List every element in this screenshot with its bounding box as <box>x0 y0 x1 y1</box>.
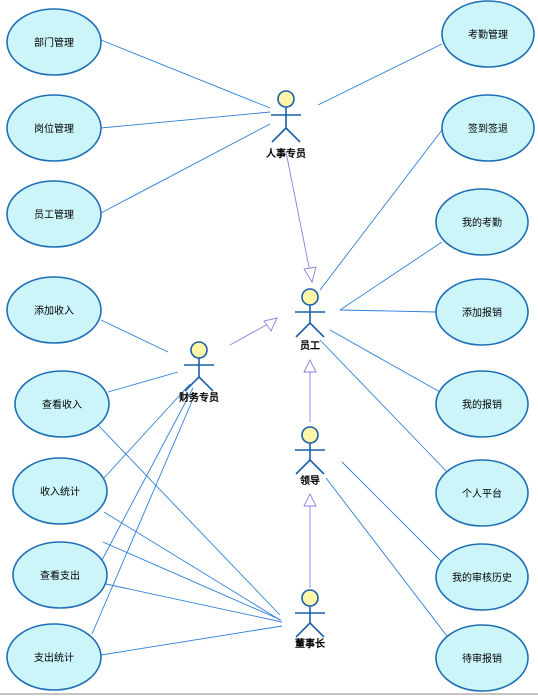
use-case-label: 员工管理 <box>34 208 74 221</box>
use-case-label: 支出统计 <box>34 651 74 664</box>
use-case-sign-in-out[interactable]: 签到签退 <box>441 94 535 162</box>
use-case-add-income[interactable]: 添加收入 <box>6 276 102 344</box>
assoc-fin-expstats <box>91 391 197 635</box>
gen-finance-employee-head <box>263 317 278 332</box>
assoc-emp-myreimb <box>329 329 441 393</box>
assoc-emp-addreimb <box>339 309 437 313</box>
actor-label: 董事长 <box>295 637 326 650</box>
gen-hr-employee-head <box>303 266 317 284</box>
use-case-attendance-mgmt[interactable]: 考勤管理 <box>441 0 535 68</box>
gen-finance-employee <box>229 323 269 346</box>
use-case-post-mgmt[interactable]: 岗位管理 <box>6 94 102 162</box>
generalization-arrows <box>229 151 317 588</box>
actor-head <box>301 589 319 607</box>
use-case-label: 我的考勤 <box>462 216 502 229</box>
assoc-fin-stats <box>103 383 191 479</box>
actor-figure <box>184 358 214 392</box>
use-case-personal-platform[interactable]: 个人平台 <box>435 459 529 527</box>
assoc-hr-attendance <box>317 43 443 106</box>
use-case-label: 待审报销 <box>462 652 502 665</box>
assoc-emp-myatt <box>339 241 443 311</box>
use-case-label: 添加报销 <box>462 306 502 319</box>
assoc-ch-viewexp <box>105 583 283 623</box>
assoc-emp-signin <box>319 129 443 291</box>
actor-head <box>190 341 208 359</box>
use-case-view-expense[interactable]: 查看支出 <box>12 541 108 609</box>
use-case-label: 查看支出 <box>40 569 80 582</box>
assoc-hr-dept <box>100 39 271 109</box>
use-case-label: 查看收入 <box>42 398 82 411</box>
use-case-label: 个人平台 <box>462 487 502 500</box>
use-case-emp-mgmt[interactable]: 员工管理 <box>6 180 102 248</box>
gen-hr-employee <box>285 151 311 273</box>
assoc-ch-expstats <box>100 625 283 656</box>
use-case-label: 签到签退 <box>468 122 508 135</box>
actor-hr[interactable]: 人事专员 <box>266 90 306 160</box>
use-case-add-reimburse[interactable]: 添加报销 <box>435 278 529 346</box>
use-case-label: 岗位管理 <box>34 122 74 135</box>
actor-chairman[interactable]: 董事长 <box>295 589 326 650</box>
use-case-label: 添加收入 <box>34 304 74 317</box>
assoc-fin-add <box>100 319 169 353</box>
actor-label: 人事专员 <box>266 147 306 160</box>
use-case-label: 考勤管理 <box>468 28 508 41</box>
use-case-label: 我的报销 <box>462 398 502 411</box>
use-case-my-reimburse[interactable]: 我的报销 <box>435 370 529 438</box>
gen-chairman-leader-head <box>303 492 317 507</box>
use-case-my-attendance[interactable]: 我的考勤 <box>435 188 529 256</box>
use-case-dept-mgmt[interactable]: 部门管理 <box>6 8 102 76</box>
actor-head <box>301 426 319 444</box>
assoc-leader-pending <box>325 477 451 641</box>
actor-figure <box>295 606 325 638</box>
use-case-view-income[interactable]: 查看收入 <box>14 370 110 438</box>
actor-figure <box>295 443 325 475</box>
assoc-emp-platform <box>319 339 451 476</box>
use-case-income-stats[interactable]: 收入统计 <box>12 457 108 525</box>
actor-figure <box>271 107 301 143</box>
assoc-ch-view <box>97 424 281 616</box>
assoc-fin-view <box>107 371 179 393</box>
assoc-hr-post <box>100 111 271 129</box>
gen-leader-employee-head <box>303 358 317 373</box>
assoc-ch-hist <box>102 541 282 621</box>
actor-label: 领导 <box>300 474 320 487</box>
use-case-my-review-history[interactable]: 我的审核历史 <box>435 543 529 611</box>
actor-head <box>301 288 319 306</box>
actor-finance[interactable]: 财务专员 <box>178 341 219 404</box>
use-case-pending-review[interactable]: 待审报销 <box>435 624 529 692</box>
actor-figure <box>295 305 325 338</box>
actor-employee[interactable]: 员工 <box>295 288 325 352</box>
actor-leader[interactable]: 领导 <box>295 426 325 487</box>
association-lines <box>91 39 451 656</box>
assoc-fin-viewexp <box>100 387 194 563</box>
use-case-label: 部门管理 <box>34 36 74 49</box>
use-case-label: 收入统计 <box>40 485 80 498</box>
assoc-leader-history <box>341 461 446 566</box>
actor-label: 员工 <box>300 340 320 352</box>
use-case-expense-stats[interactable]: 支出统计 <box>6 623 102 691</box>
assoc-ch-stats <box>103 511 281 621</box>
actor-head <box>277 90 295 108</box>
assoc-hr-emp <box>100 123 271 214</box>
actor-label: 财务专员 <box>178 391 219 404</box>
use-case-label: 我的审核历史 <box>452 571 512 584</box>
